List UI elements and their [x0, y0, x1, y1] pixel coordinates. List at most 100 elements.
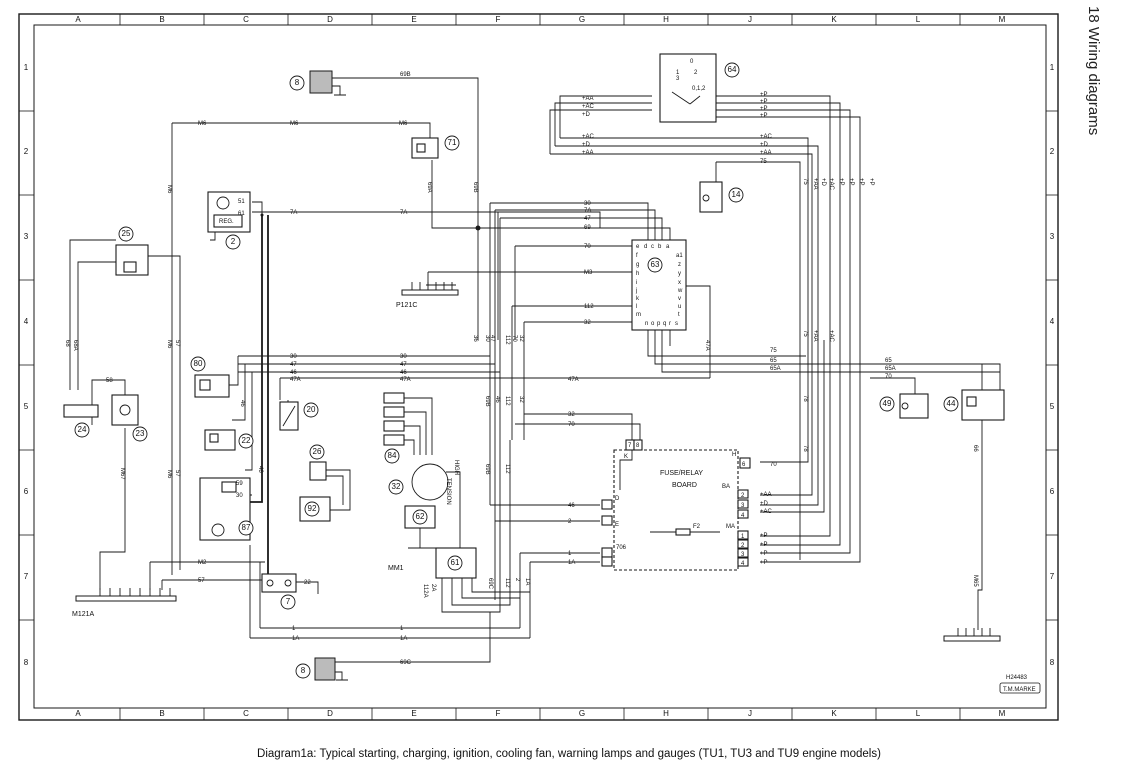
col-label-e-top: E: [411, 15, 416, 24]
wl-30-87: 30: [236, 493, 243, 499]
wl-aa-2: +AA: [582, 150, 594, 156]
wlv-46-87: 46: [257, 466, 263, 473]
wlv-69a: 69A: [426, 182, 432, 193]
component-62-number: 62: [416, 512, 425, 521]
ecu-pin-y: y: [678, 271, 681, 277]
wlv-2a: 2A: [430, 584, 436, 591]
wlv-aa: +AA: [812, 178, 818, 190]
ecu-pin-v: v: [678, 296, 681, 302]
col-label-h-bottom: H: [663, 709, 669, 718]
wl-p-switch-4: +P: [760, 113, 768, 119]
fuse-term-h: H: [732, 452, 736, 458]
wlv-57: 57: [174, 340, 180, 347]
wlv-78: 78: [802, 395, 808, 402]
wl-m6-2: M6: [290, 121, 299, 127]
col-label-b-top: B: [159, 15, 164, 24]
wire-labels: 69B M6 M6 M6 7A 7A 30 7A 47 69 70 M3 112…: [106, 72, 896, 666]
wlv-47: 47: [489, 335, 495, 342]
ecu-pin-h: h: [636, 271, 639, 277]
wl-65a-right: 65A: [885, 366, 896, 372]
wl-47a-right: 47A: [568, 377, 579, 383]
wlv-69c: 69C: [487, 578, 493, 590]
component-22-number: 22: [242, 436, 251, 445]
component-44-number: 44: [947, 399, 956, 408]
earth-m121a: M121A: [72, 588, 177, 618]
diagram-caption: Diagram1a: Typical starting, charging, i…: [257, 748, 881, 760]
wl-1a-mid: 1A: [400, 636, 407, 642]
row-label-8-left: 8: [24, 658, 29, 667]
row-label-3-left: 3: [24, 232, 29, 241]
ecu-pin-m: m: [636, 312, 641, 318]
component-80-number: 80: [194, 359, 203, 368]
wl-p-fuse-4: +P: [760, 560, 768, 566]
component-23-number: 23: [136, 429, 145, 438]
wlv-112a: 112A: [422, 584, 428, 598]
col-label-d-top: D: [327, 15, 333, 24]
ecu-pin-a: a: [666, 244, 670, 250]
ecu-pin-x: x: [678, 280, 681, 286]
col-label-b-bottom: B: [159, 709, 164, 718]
mm1-label: MM1: [388, 565, 404, 572]
component-87-number: 87: [242, 523, 251, 532]
wl-1a-fuse: 1A: [568, 560, 575, 566]
component-14: 14: [699, 181, 744, 213]
wl-ac-2: +AC: [582, 134, 595, 140]
page-header: 18 Wiring diagrams: [1078, 6, 1102, 166]
wl-47a-left: 47A: [290, 377, 301, 383]
wlv-66: 66: [972, 445, 978, 452]
wl-m6-3: M6: [399, 121, 408, 127]
component-8-bottom-number: 8: [301, 666, 306, 675]
ecu-pin-i: i: [636, 280, 637, 286]
wlv-70: 70: [511, 335, 517, 342]
wl-p-fuse-2: +P: [760, 542, 768, 548]
wlv-ac: +AC: [828, 178, 834, 191]
component-49: 49: [879, 393, 929, 419]
col-label-m-bottom: M: [999, 709, 1006, 718]
row-label-6-left: 6: [24, 487, 29, 496]
row-label-1-right: 1: [1050, 63, 1055, 72]
component-8-top: 8: [289, 70, 346, 96]
component-24: 24: [63, 404, 99, 438]
wl-65-mid: 65: [770, 358, 777, 364]
component-49-number: 49: [883, 399, 892, 408]
col-label-d-bottom: D: [327, 709, 333, 718]
wl-69b-top: 69B: [400, 72, 411, 78]
component-2-number: 2: [231, 237, 236, 246]
row-label-6-right: 6: [1050, 487, 1055, 496]
row-label-5-right: 5: [1050, 402, 1055, 411]
wl-46-mid: 46: [400, 370, 407, 376]
wlv-46: 46: [494, 396, 500, 403]
component-61-coil: 61: [435, 547, 477, 579]
wl-p-switch-3: +P: [760, 106, 768, 112]
col-label-j-top: J: [748, 15, 752, 24]
wire-labels-vertical: M6 M6 M6 57 57 68 68A M67 69A 69B 36 30 …: [64, 178, 978, 598]
row-labels-left: 1 2 3 4 5 6 7 8: [24, 63, 29, 667]
wl-75-mid: 75: [770, 348, 777, 354]
wl-70-ecu: 70: [584, 244, 591, 250]
component-61-number: 61: [451, 558, 460, 567]
ecu-pin-e: e: [636, 244, 640, 250]
wlv-m67: M67: [119, 468, 125, 480]
wl-aa-switch-l: +AA: [582, 96, 594, 102]
column-labels-bottom: A B C D E F G H J K L M: [75, 709, 1005, 718]
wl-75-top: 75: [760, 159, 767, 165]
fuse-ba-4: 4: [741, 513, 745, 519]
wl-d-2: +D: [582, 142, 591, 148]
ecu-pin-b: b: [658, 244, 662, 250]
wl-47a-mid: 47A: [400, 377, 411, 383]
col-label-g-bottom: G: [579, 709, 585, 718]
component-20: 20: [279, 401, 319, 431]
ecu-pin-f: f: [636, 253, 638, 259]
wlv-p4: +P: [868, 178, 874, 186]
component-71: 71: [411, 135, 460, 159]
component-64-ecu: d c b a e f g h i j k l m n o p q r s a1…: [631, 239, 687, 331]
col-label-h-top: H: [663, 15, 669, 24]
wl-46-fuse: 46: [568, 503, 575, 509]
wlv-47a: 47A: [704, 340, 710, 351]
wlv-68: 68: [64, 340, 70, 347]
wl-65a-mid: 65A: [770, 366, 781, 372]
col-label-a-top: A: [75, 15, 81, 24]
fuse-f2-label: F2: [693, 524, 701, 530]
fuse-term-e: E: [615, 522, 619, 528]
m121a-label: M121A: [72, 611, 95, 618]
